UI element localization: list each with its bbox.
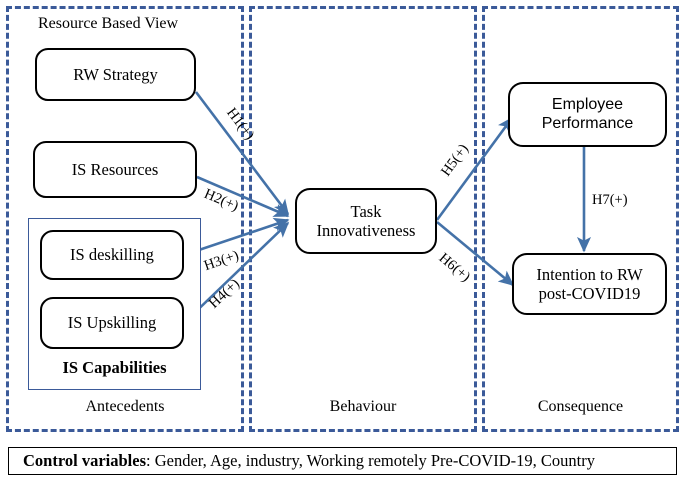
- panel-label-antecedents: Antecedents: [85, 398, 165, 415]
- arrow-h4: [183, 221, 290, 324]
- node-is-resources[interactable]: IS Resources: [33, 141, 197, 198]
- node-is-deskilling-label: IS deskilling: [70, 245, 154, 265]
- control-variables-box: Control variables: Gender, Age, industry…: [8, 447, 677, 475]
- panel-antecedents: [6, 6, 244, 432]
- panel-behaviour: [249, 6, 477, 432]
- node-task-innovativeness-label-2: Innovativeness: [316, 221, 416, 240]
- node-is-resources-label: IS Resources: [71, 159, 159, 179]
- control-variables-values: Gender, Age, industry, Working remotely …: [154, 451, 595, 470]
- node-is-upskilling[interactable]: IS Upskilling: [40, 297, 184, 349]
- node-intention-rw-label-1: Intention to RW: [536, 264, 643, 284]
- arrow-h6: [436, 220, 515, 287]
- panel-label-consequence: Consequence: [537, 398, 624, 415]
- control-variables-separator: :: [146, 451, 155, 470]
- control-variables-prefix: Control variables: [23, 451, 146, 470]
- node-task-innovativeness[interactable]: Task Innovativeness: [295, 188, 437, 254]
- arrow-h3: [183, 217, 290, 257]
- panel-consequence: [482, 6, 679, 432]
- node-is-upskilling-label: IS Upskilling: [67, 313, 157, 333]
- node-rw-strategy[interactable]: RW Strategy: [35, 48, 196, 101]
- node-employee-performance[interactable]: Employee Performance: [508, 82, 667, 147]
- node-employee-performance-label-1: Employee: [551, 95, 624, 113]
- node-rw-strategy-label: RW Strategy: [73, 64, 158, 84]
- is-capabilities-title: IS Capabilities: [62, 358, 167, 377]
- resource-based-view-label: Resource Based View: [38, 15, 179, 32]
- label-h7: H7(+): [592, 192, 628, 208]
- panel-label-behaviour: Behaviour: [329, 398, 397, 415]
- node-intention-rw[interactable]: Intention to RW post-COVID19: [512, 253, 667, 315]
- node-intention-rw-label-2: post-COVID19: [538, 284, 641, 303]
- arrow-h1: [194, 91, 290, 216]
- arrow-h2: [196, 175, 290, 218]
- node-task-innovativeness-label-1: Task: [350, 201, 382, 221]
- node-is-deskilling[interactable]: IS deskilling: [40, 230, 184, 280]
- node-employee-performance-label-2: Performance: [541, 114, 634, 132]
- arrow-h5: [435, 116, 514, 221]
